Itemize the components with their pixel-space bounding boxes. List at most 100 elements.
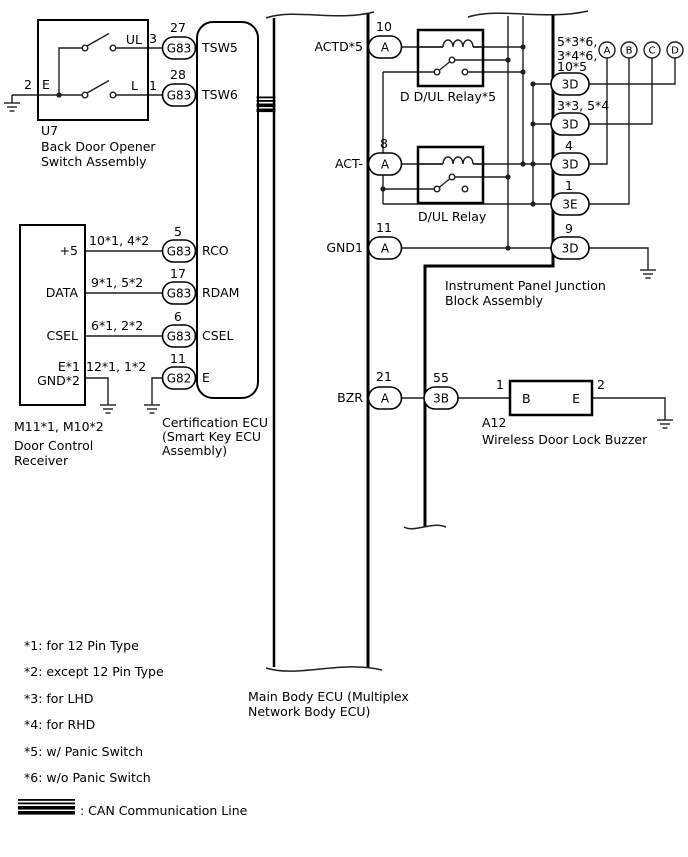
relay2-contact-right (461, 185, 469, 193)
relay2-pivot (448, 173, 456, 181)
connector-a-bzr (367, 386, 403, 410)
connector-pin-6: 6 (174, 309, 182, 324)
main-ecu-terminal-gnd1: GND1 (326, 240, 363, 255)
relay1-contact-left (433, 68, 441, 76)
wire-label-csel: 6*1, 2*2 (91, 318, 143, 333)
terminal-ul: UL (126, 32, 142, 47)
connector-pin-5: 5 (174, 224, 182, 239)
wire-label-rco: 10*1, 4*2 (89, 233, 149, 248)
wire-3d1-to-d (589, 58, 676, 85)
ecu-terminal-tsw6: TSW6 (201, 87, 238, 102)
connector-a-act (367, 152, 403, 176)
pin-3: 3 (149, 31, 157, 46)
note-3d2: 3*3, 5*4 (557, 98, 609, 113)
terminal-e: E (42, 77, 50, 92)
connector-11-g82-label: G82 (167, 372, 192, 386)
wire-label-e: 12*1, 1*2 (86, 359, 146, 374)
receiver-name-2: Receiver (14, 453, 69, 468)
receiver-box (19, 224, 86, 406)
switch-l-contact-right (109, 91, 117, 99)
relay2-label: D/UL Relay (418, 209, 487, 224)
cert-ecu-connectors: G83 27 G83 28 G83 5 G83 17 G83 6 G82 11 (161, 20, 197, 390)
circle-b-label: B (626, 46, 633, 57)
connector-a-actd (367, 35, 403, 59)
wire-receiver-gnd (85, 377, 109, 397)
wires (12, 16, 676, 412)
cert-ecu-label-3: Assembly) (162, 443, 227, 458)
connector-a-gnd1 (367, 236, 403, 260)
note-3d1-line1: 5*3*6, (557, 34, 597, 49)
connector-3d-1-label: 3D (562, 78, 579, 92)
circle-d-label: D (671, 46, 679, 57)
ecu-terminal-tsw5: TSW5 (201, 40, 238, 55)
connector-3e (550, 192, 590, 216)
wire-3d3-to-a (589, 58, 608, 165)
buzzer-terminal-b: B (522, 391, 531, 406)
connector-5-g83-label: G83 (167, 245, 192, 259)
wire-switch-tie (58, 47, 83, 95)
note-5: *5: w/ Panic Switch (24, 744, 143, 759)
receiver-terminal-e1: E*1 (58, 359, 80, 374)
connector-a-gnd1-label: A (381, 242, 390, 256)
pin-4: 4 (565, 138, 573, 153)
connector-28-g83-label: G83 (167, 89, 192, 103)
receiver-terminal-plus5: +5 (60, 243, 78, 258)
connector-27-g83-label: G83 (167, 42, 192, 56)
buzzer-box (508, 379, 594, 417)
connector-a-actd-label: A (381, 41, 390, 55)
main-ecu-name-2: Network Body ECU) (248, 704, 370, 719)
wire-3d9-gnd (589, 247, 649, 262)
notes: *1: for 12 Pin Type *2: except 12 Pin Ty… (24, 638, 164, 785)
connector-3d-3 (550, 152, 590, 176)
ground-cert-ecu (143, 396, 161, 414)
terminal-l: L (131, 78, 138, 93)
ecu-terminal-e: E (202, 370, 210, 385)
receiver-terminal-data: DATA (46, 285, 79, 300)
cert-ecu-label-1: Certification ECU (162, 415, 268, 430)
circle-a (598, 41, 616, 59)
connector-3e-label: 3E (562, 198, 577, 212)
ground-gnd1 (639, 261, 657, 279)
relay1-arm (438, 61, 450, 72)
relay2-contact-left (433, 185, 441, 193)
relay-2: D/UL Relay (416, 145, 487, 224)
note-3d1-line2: 3*4*6, (557, 48, 597, 63)
switch-l-arm (86, 79, 110, 94)
switch-name-1: Back Door Opener (41, 139, 156, 154)
main-ecu-name-1: Main Body ECU (Multiplex (248, 689, 409, 704)
main-ecu-break-top (265, 11, 375, 19)
connector-6-g83-label: G83 (167, 330, 192, 344)
pin-1-3e: 1 (565, 178, 573, 193)
buzzer-ref: A12 (482, 415, 506, 430)
connector-3d-gnd (550, 236, 590, 260)
switch-ref: U7 (41, 123, 58, 138)
connector-17-g83 (161, 281, 197, 305)
relay1-box (416, 28, 485, 88)
junction-break-bottom (403, 524, 447, 530)
note-3: *3: for LHD (24, 691, 94, 706)
ground-buzzer (656, 411, 674, 429)
pin-1: 1 (149, 78, 157, 93)
note-4: *4: for RHD (24, 717, 95, 732)
relay2-box (416, 145, 485, 205)
switch-ul-contact-left (81, 44, 89, 52)
wire-label-rdam: 9*1, 5*2 (91, 275, 143, 290)
connector-a-act-label: A (381, 158, 390, 172)
ground-receiver (99, 396, 117, 414)
connector-pin-27: 27 (170, 20, 186, 35)
main-ecu-break-bottom (265, 666, 383, 672)
main-ecu-terminal-actd: ACTD*5 (314, 39, 363, 54)
connector-3b (423, 386, 459, 410)
switch-name-2: Switch Assembly (41, 154, 147, 169)
note-1: *1: for 12 Pin Type (24, 638, 139, 653)
circle-b (620, 41, 638, 59)
main-ecu-pin-11: 11 (376, 220, 392, 235)
note-3d1-line3: 10*5 (557, 59, 587, 74)
wire-ecu-e-gnd (151, 377, 163, 397)
pin-9: 9 (565, 221, 573, 236)
relay2-coil (442, 156, 474, 165)
junction-break-top (467, 10, 589, 18)
note-2: *2: except 12 Pin Type (24, 664, 164, 679)
switch-l-contact-left (81, 91, 89, 99)
